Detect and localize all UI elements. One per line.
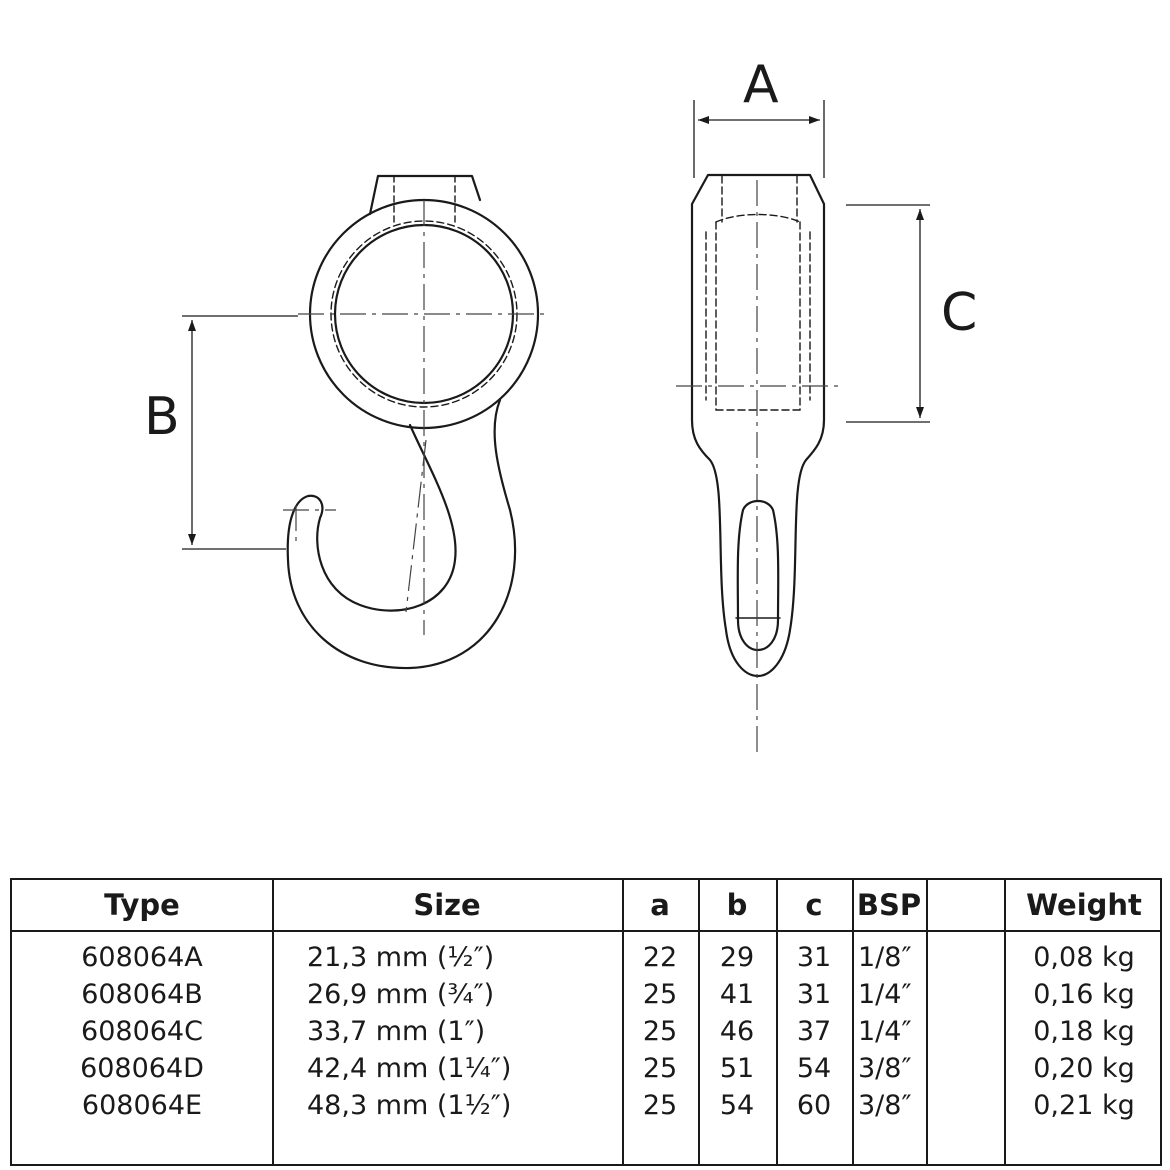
- cell-bsp: 3/8″: [858, 1090, 912, 1121]
- header-divider: [12, 930, 1160, 932]
- table-row: 608064D 42,4 mm (1¼″) 25 51 54 3/8″ 0,20…: [12, 1050, 1160, 1087]
- table-row: 608064A 21,3 mm (½″) 22 29 31 1/8″ 0,08 …: [12, 939, 1160, 976]
- spec-table: Type Size a b c BSP Weight 608064A 21,3 …: [10, 878, 1162, 1166]
- cell-c: 31: [796, 979, 832, 1010]
- cell-a: 25: [642, 979, 678, 1010]
- cell-bsp: 3/8″: [858, 1053, 912, 1084]
- cell-a: 25: [642, 1090, 678, 1121]
- dimension-label-a: A: [743, 55, 779, 115]
- header-a: a: [650, 888, 670, 922]
- cell-c: 31: [796, 942, 832, 973]
- cell-size: 21,3 mm (½″): [307, 942, 495, 973]
- header-b: b: [726, 888, 748, 922]
- cell-bsp: 1/4″: [858, 1016, 912, 1047]
- dimension-c: [846, 204, 930, 423]
- cell-c: 37: [796, 1016, 832, 1047]
- header-weight: Weight: [1026, 888, 1142, 922]
- hook-side-view: [690, 173, 826, 678]
- header-size: Size: [413, 888, 481, 922]
- technical-drawing: B A C: [144, 55, 977, 752]
- dimension-a: [693, 100, 825, 178]
- cell-a: 25: [642, 1053, 678, 1084]
- dimension-label-b: B: [144, 387, 180, 447]
- table-row: 608064C 33,7 mm (1″) 25 46 37 1/4″ 0,18 …: [12, 1013, 1160, 1050]
- column-divider: [926, 880, 928, 1164]
- column-divider: [1004, 880, 1006, 1164]
- table-row: 608064B 26,9 mm (¾″) 25 41 31 1/4″ 0,16 …: [12, 976, 1160, 1013]
- cell-size: 26,9 mm (¾″): [307, 979, 495, 1010]
- cell-size: 33,7 mm (1″): [307, 1016, 486, 1047]
- cell-c: 60: [796, 1090, 832, 1121]
- header-type: Type: [104, 888, 180, 922]
- front-centerlines: [283, 200, 545, 635]
- column-divider: [852, 880, 854, 1164]
- header-c: c: [805, 888, 823, 922]
- cell-type: 608064B: [81, 979, 203, 1010]
- cell-type: 608064E: [81, 1090, 203, 1121]
- cell-weight: 0,21 kg: [1033, 1090, 1135, 1121]
- cell-b: 51: [719, 1053, 755, 1084]
- cell-c: 54: [796, 1053, 832, 1084]
- column-divider: [776, 880, 778, 1164]
- cell-b: 54: [719, 1090, 755, 1121]
- column-divider: [698, 880, 700, 1164]
- cell-size: 48,3 mm (1½″): [307, 1090, 512, 1121]
- dimension-label-c: C: [941, 283, 977, 343]
- header-bsp: BSP: [856, 888, 922, 922]
- header-blank: [926, 880, 1004, 930]
- column-divider: [622, 880, 624, 1164]
- cell-type: 608064A: [81, 942, 203, 973]
- cell-a: 25: [642, 1016, 678, 1047]
- cell-bsp: 1/4″: [858, 979, 912, 1010]
- cell-weight: 0,20 kg: [1033, 1053, 1135, 1084]
- hook-front-view: [286, 174, 540, 670]
- cell-weight: 0,18 kg: [1033, 1016, 1135, 1047]
- cell-a: 22: [642, 942, 678, 973]
- dimension-b: [182, 315, 298, 550]
- cell-b: 29: [719, 942, 755, 973]
- cell-type: 608064C: [81, 1016, 203, 1047]
- side-centerlines: [676, 180, 840, 752]
- cell-weight: 0,08 kg: [1033, 942, 1135, 973]
- cell-type: 608064D: [80, 1053, 204, 1084]
- cell-size: 42,4 mm (1¼″): [307, 1053, 512, 1084]
- cell-b: 41: [719, 979, 755, 1010]
- cell-bsp: 1/8″: [858, 942, 912, 973]
- cell-weight: 0,16 kg: [1033, 979, 1135, 1010]
- column-divider: [272, 880, 274, 1164]
- table-row: 608064E 48,3 mm (1½″) 25 54 60 3/8″ 0,21…: [12, 1087, 1160, 1124]
- cell-b: 46: [719, 1016, 755, 1047]
